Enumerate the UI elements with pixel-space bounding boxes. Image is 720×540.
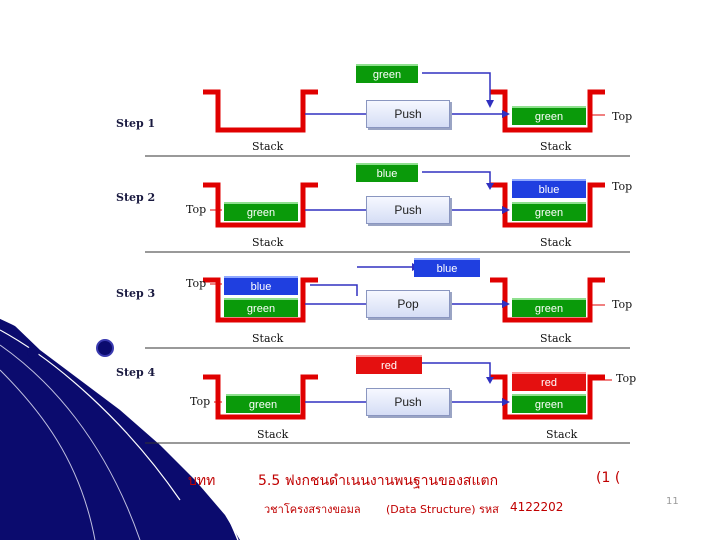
stack-label: Stack [252,236,284,249]
step-1-label: Step 1 [116,117,156,130]
stack-item-green: green [512,298,586,317]
stack-label: Stack [257,428,289,441]
step-4-label: Step 4 [116,366,156,379]
stack-label: Stack [540,140,572,153]
stack-label: Stack [252,140,284,153]
pop-operation-box: Pop [366,290,450,318]
stack-item-green: green [224,298,298,317]
top-pointer-label: Top [190,395,211,408]
stack-item-red: red [512,372,586,391]
stack-item-blue: blue [224,276,298,295]
slide-title-suffix: (1 ( [596,470,621,486]
stack-label: Stack [540,332,572,345]
step-2-label: Step 2 [116,191,156,204]
stack-label: Stack [252,332,284,345]
top-pointer-label: Top [612,180,633,193]
push-operation-box: Push [366,100,450,128]
stack-item-green: green [224,202,298,221]
top-pointer-label: Top [612,298,633,311]
slide-title: 5.5 ฟงกชนดำเนนงานพนฐานของสแตก [258,473,499,489]
top-pointer-label: Top [612,110,633,123]
stack-item-green: green [512,106,586,125]
stack-item-green: green [512,202,586,221]
incoming-item-green: green [356,64,418,83]
subject-english: (Data Structure) รหส [386,503,499,516]
stack-item-green: green [512,394,586,413]
stack-item-green: green [226,394,300,413]
stack-label: Stack [546,428,578,441]
stack-item-blue: blue [512,179,586,198]
outgoing-item-blue: blue [414,258,480,277]
incoming-item-blue: blue [356,163,418,182]
stack-label: Stack [540,236,572,249]
push-operation-box: Push [366,196,450,224]
subject-code: 4122202 [510,500,564,514]
subject-name: วชาโครงสรางขอมล [264,503,361,516]
top-pointer-label: Top [186,203,207,216]
incoming-item-red: red [356,355,422,374]
step-3-label: Step 3 [116,287,156,300]
top-pointer-label: Top [616,372,637,385]
push-operation-box: Push [366,388,450,416]
top-pointer-label: Top [186,277,207,290]
chapter-label: บทท [188,473,216,489]
page-number: 11 [666,496,679,507]
